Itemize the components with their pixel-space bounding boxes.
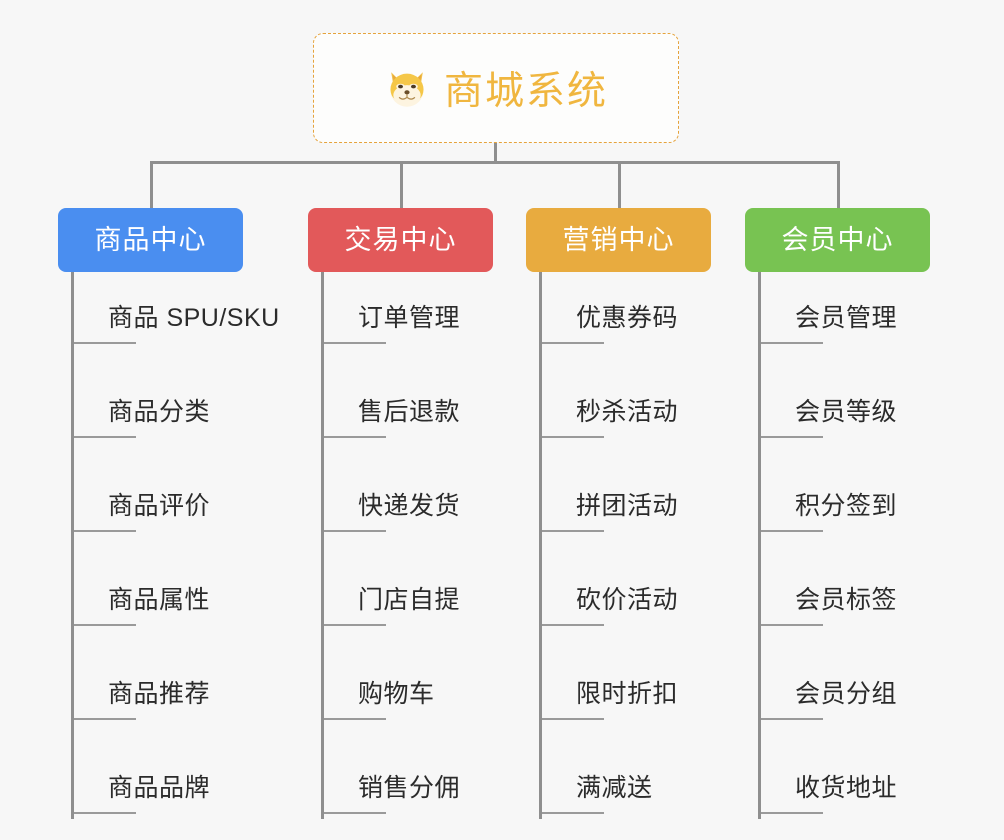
- leaf-label: 会员分组: [795, 680, 898, 708]
- root-node[interactable]: 商城系统: [313, 33, 679, 143]
- list-item[interactable]: 秒杀活动: [542, 349, 678, 443]
- list-item[interactable]: 积分签到: [761, 443, 897, 537]
- list-item[interactable]: 商品品牌: [74, 725, 210, 819]
- leaf-underline: 快递发货: [324, 443, 460, 532]
- list-item[interactable]: 商品评价: [74, 443, 210, 537]
- list-item[interactable]: 商品 SPU/SKU: [74, 272, 279, 349]
- leaf-label: 会员标签: [795, 586, 898, 614]
- leaf-label: 优惠券码: [576, 304, 679, 332]
- leaf-underline: 购物车: [324, 631, 434, 720]
- leaf-label: 快递发货: [358, 492, 461, 520]
- branch-header-product[interactable]: 商品中心: [58, 208, 243, 272]
- leaf-underline: 门店自提: [324, 537, 460, 626]
- list-item[interactable]: 会员等级: [761, 349, 897, 443]
- leaf-label: 购物车: [358, 680, 435, 708]
- leaf-underline: 会员标签: [761, 537, 897, 626]
- list-item[interactable]: 商品分类: [74, 349, 210, 443]
- leaf-underline: 售后退款: [324, 349, 460, 438]
- leaf-underline: 积分签到: [761, 443, 897, 532]
- leaf-underline: 会员管理: [761, 272, 897, 344]
- leaf-underline: 秒杀活动: [542, 349, 678, 438]
- leaf-label: 商品品牌: [108, 774, 211, 802]
- leaf-label: 商品评价: [108, 492, 211, 520]
- leaf-label: 拼团活动: [576, 492, 679, 520]
- leaf-underline: 会员等级: [761, 349, 897, 438]
- leaf-underline: 订单管理: [324, 272, 460, 344]
- list-item[interactable]: 商品推荐: [74, 631, 210, 725]
- list-item[interactable]: 快递发货: [324, 443, 460, 537]
- leaf-label: 门店自提: [358, 586, 461, 614]
- leaf-label: 售后退款: [358, 398, 461, 426]
- leaf-underline: 砍价活动: [542, 537, 678, 626]
- list-item[interactable]: 售后退款: [324, 349, 460, 443]
- leaf-underline: 商品 SPU/SKU: [74, 272, 279, 344]
- leaf-label: 秒杀活动: [576, 398, 679, 426]
- shiba-inu-dog-icon: [384, 65, 430, 111]
- leaf-underline: 销售分佣: [324, 725, 460, 814]
- leaf-label: 订单管理: [358, 304, 461, 332]
- connector-drop-branch-3: [618, 161, 621, 208]
- list-item[interactable]: 收货地址: [761, 725, 897, 819]
- leaf-label: 满减送: [576, 774, 653, 802]
- list-item[interactable]: 砍价活动: [542, 537, 678, 631]
- leaf-underline: 优惠券码: [542, 272, 678, 344]
- branch-items-trade: 订单管理 售后退款 快递发货 门店自提 购物车 销售分佣: [321, 272, 460, 819]
- leaf-underline: 商品分类: [74, 349, 210, 438]
- leaf-underline: 商品评价: [74, 443, 210, 532]
- connector-root-stem: [494, 143, 497, 163]
- leaf-label: 销售分佣: [358, 774, 461, 802]
- list-item[interactable]: 购物车: [324, 631, 434, 725]
- list-item[interactable]: 会员管理: [761, 272, 897, 349]
- list-item[interactable]: 订单管理: [324, 272, 460, 349]
- leaf-underline: 拼团活动: [542, 443, 678, 532]
- leaf-underline: 商品推荐: [74, 631, 210, 720]
- branch-header-member[interactable]: 会员中心: [745, 208, 930, 272]
- branch-items-marketing: 优惠券码 秒杀活动 拼团活动 砍价活动 限时折扣 满减送: [539, 272, 678, 819]
- leaf-label: 积分签到: [795, 492, 898, 520]
- leaf-label: 会员等级: [795, 398, 898, 426]
- list-item[interactable]: 满减送: [542, 725, 652, 819]
- list-item[interactable]: 优惠券码: [542, 272, 678, 349]
- leaf-label: 商品 SPU/SKU: [108, 304, 280, 332]
- branch-items-member: 会员管理 会员等级 积分签到 会员标签 会员分组 收货地址: [758, 272, 897, 819]
- leaf-underline: 商品品牌: [74, 725, 210, 814]
- leaf-underline: 收货地址: [761, 725, 897, 814]
- connector-drop-branch-1: [150, 161, 153, 208]
- list-item[interactable]: 门店自提: [324, 537, 460, 631]
- leaf-label: 商品分类: [108, 398, 211, 426]
- leaf-underline: 限时折扣: [542, 631, 678, 720]
- branch-header-marketing[interactable]: 营销中心: [526, 208, 711, 272]
- list-item[interactable]: 拼团活动: [542, 443, 678, 537]
- leaf-label: 商品推荐: [108, 680, 211, 708]
- leaf-label: 收货地址: [795, 774, 898, 802]
- leaf-underline: 满减送: [542, 725, 652, 814]
- list-item[interactable]: 会员标签: [761, 537, 897, 631]
- leaf-label: 砍价活动: [576, 586, 679, 614]
- root-title: 商城系统: [443, 70, 608, 113]
- list-item[interactable]: 会员分组: [761, 631, 897, 725]
- branch-items-product: 商品 SPU/SKU 商品分类 商品评价 商品属性 商品推荐 商品品牌: [71, 272, 279, 819]
- connector-horizontal-bus: [150, 161, 840, 164]
- list-item[interactable]: 销售分佣: [324, 725, 460, 819]
- connector-drop-branch-4: [837, 161, 840, 208]
- branch-header-trade[interactable]: 交易中心: [308, 208, 493, 272]
- branch-column-marketing: 营销中心 优惠券码 秒杀活动 拼团活动 砍价活动 限时折扣 满减送: [526, 208, 711, 819]
- leaf-underline: 会员分组: [761, 631, 897, 720]
- list-item[interactable]: 限时折扣: [542, 631, 678, 725]
- branch-column-member: 会员中心 会员管理 会员等级 积分签到 会员标签 会员分组 收货地址: [745, 208, 930, 819]
- connector-drop-branch-2: [400, 161, 403, 208]
- branch-column-trade: 交易中心 订单管理 售后退款 快递发货 门店自提 购物车 销售分佣: [308, 208, 493, 819]
- branch-column-product: 商品中心 商品 SPU/SKU 商品分类 商品评价 商品属性 商品推荐 商品品牌: [58, 208, 279, 819]
- leaf-label: 会员管理: [795, 304, 898, 332]
- list-item[interactable]: 商品属性: [74, 537, 210, 631]
- leaf-underline: 商品属性: [74, 537, 210, 626]
- leaf-label: 商品属性: [108, 586, 211, 614]
- leaf-label: 限时折扣: [576, 680, 679, 708]
